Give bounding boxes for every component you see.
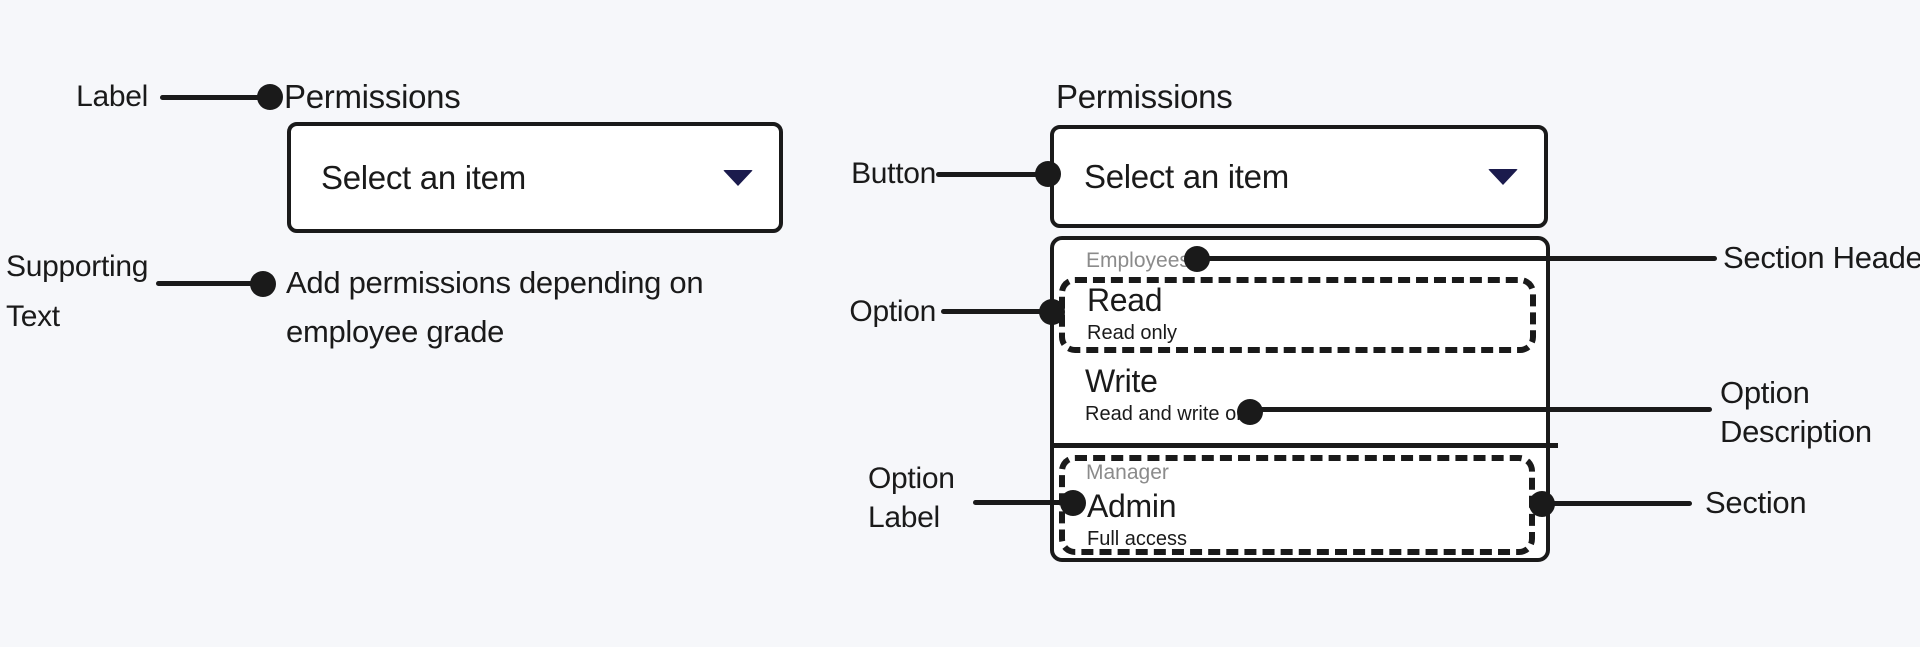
button-callout-dot xyxy=(1035,161,1061,187)
option-label-callout-line xyxy=(973,500,1065,505)
supporting-text: Add permissions depending on employee gr… xyxy=(286,265,704,349)
select-button-left[interactable]: Select an item xyxy=(287,122,783,233)
dropdown-panel: Employees Read Read only Write Read and … xyxy=(1050,236,1558,562)
select-button-right-text: Select an item xyxy=(1084,157,1289,195)
supporting-callout-dot xyxy=(250,271,276,297)
option-read[interactable]: Read Read only xyxy=(1087,281,1177,346)
section-header-employees: Employees xyxy=(1086,249,1190,272)
option-description-callout-line xyxy=(1258,407,1712,412)
option-description-callout-dot xyxy=(1237,399,1263,425)
section-divider xyxy=(1050,443,1558,448)
label-callout-line xyxy=(160,95,260,100)
label-callout-dot xyxy=(257,84,283,110)
option-write[interactable]: Write Read and write only xyxy=(1085,362,1262,427)
option-admin[interactable]: Admin Full access xyxy=(1087,487,1187,552)
button-annotation: Button xyxy=(851,157,936,190)
section-annotation: Section xyxy=(1705,485,1807,520)
section-header-manager: Manager xyxy=(1086,461,1169,484)
chevron-down-icon xyxy=(1488,168,1518,185)
field-label-right: Permissions xyxy=(1056,78,1233,115)
option-label-callout-dot xyxy=(1060,490,1086,516)
section-callout-line xyxy=(1552,501,1692,506)
option-callout-dot xyxy=(1039,299,1065,325)
option-read-label: Read xyxy=(1087,282,1163,318)
option-annotation: Option xyxy=(849,295,936,328)
select-button-left-text: Select an item xyxy=(321,158,526,196)
option-read-description: Read only xyxy=(1087,322,1178,344)
option-admin-description: Full access xyxy=(1087,528,1188,550)
option-label-annotation: Option Label xyxy=(868,462,955,534)
option-callout-line xyxy=(941,309,1043,314)
option-admin-label: Admin xyxy=(1087,488,1177,524)
section-header-callout-line xyxy=(1205,256,1717,261)
supporting-callout-line xyxy=(156,281,254,286)
section-header-annotation: Section Header xyxy=(1723,240,1920,275)
label-annotation: Label xyxy=(76,80,148,113)
chevron-down-icon xyxy=(723,169,753,186)
field-label-left: Permissions xyxy=(284,78,461,115)
option-description-annotation: Option Description xyxy=(1720,375,1872,449)
select-button-right[interactable]: Select an item xyxy=(1050,125,1548,228)
button-callout-line xyxy=(936,172,1040,177)
option-write-description: Read and write only xyxy=(1085,403,1262,425)
supporting-text-annotation: Supporting Text xyxy=(6,250,149,333)
section-callout-dot xyxy=(1529,491,1555,517)
option-write-label: Write xyxy=(1085,363,1158,399)
section-header-callout-dot xyxy=(1184,246,1210,272)
